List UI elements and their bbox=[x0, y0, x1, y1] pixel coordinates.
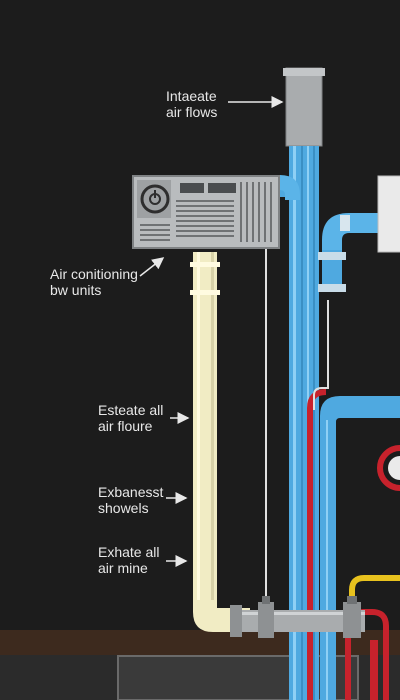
white-conduit bbox=[313, 300, 329, 410]
label-exhaust-line1: Exbanesst bbox=[98, 484, 164, 500]
label-estate-line1: Esteate all bbox=[98, 402, 164, 418]
label-exhale-line1: Exhate all bbox=[98, 544, 160, 560]
blue-elbow-bend bbox=[280, 175, 300, 200]
label-exhale-line2: air mine bbox=[98, 560, 148, 576]
intake-vent-rim bbox=[283, 68, 325, 76]
label-ac-units-line1: Air conitioning bbox=[50, 266, 138, 282]
ac-vent-grille bbox=[140, 182, 272, 242]
label-exhaust-line2: showels bbox=[98, 500, 149, 516]
ac-unit bbox=[132, 175, 280, 249]
label-intake-line2: air flows bbox=[166, 104, 218, 120]
right-blue-pipe-upper bbox=[318, 213, 380, 292]
pressure-gauge bbox=[377, 445, 400, 491]
gray-manifold bbox=[230, 596, 365, 638]
cream-duct bbox=[190, 252, 250, 632]
fan-icon bbox=[140, 184, 170, 214]
label-intake: Intaeate air flows bbox=[166, 88, 217, 120]
arrow-icon bbox=[139, 96, 284, 567]
ac-display bbox=[180, 183, 236, 193]
yellow-pipe bbox=[349, 575, 400, 610]
right-blue-pipe-lower bbox=[320, 396, 400, 700]
label-ac-units: Air conitioning bw units bbox=[50, 266, 138, 298]
main-blue-pipe bbox=[289, 146, 319, 700]
intake-vent-cap bbox=[285, 67, 323, 147]
label-estate-line2: air floure bbox=[98, 418, 153, 434]
label-exhaust: Exbanesst showels bbox=[98, 484, 163, 516]
label-exhale: Exhate all air mine bbox=[98, 544, 159, 576]
label-ac-units-line2: bw units bbox=[50, 282, 102, 298]
wall-box bbox=[377, 175, 400, 253]
label-intake-line1: Intaeate bbox=[166, 88, 217, 104]
label-estate: Esteate all air floure bbox=[98, 402, 163, 434]
